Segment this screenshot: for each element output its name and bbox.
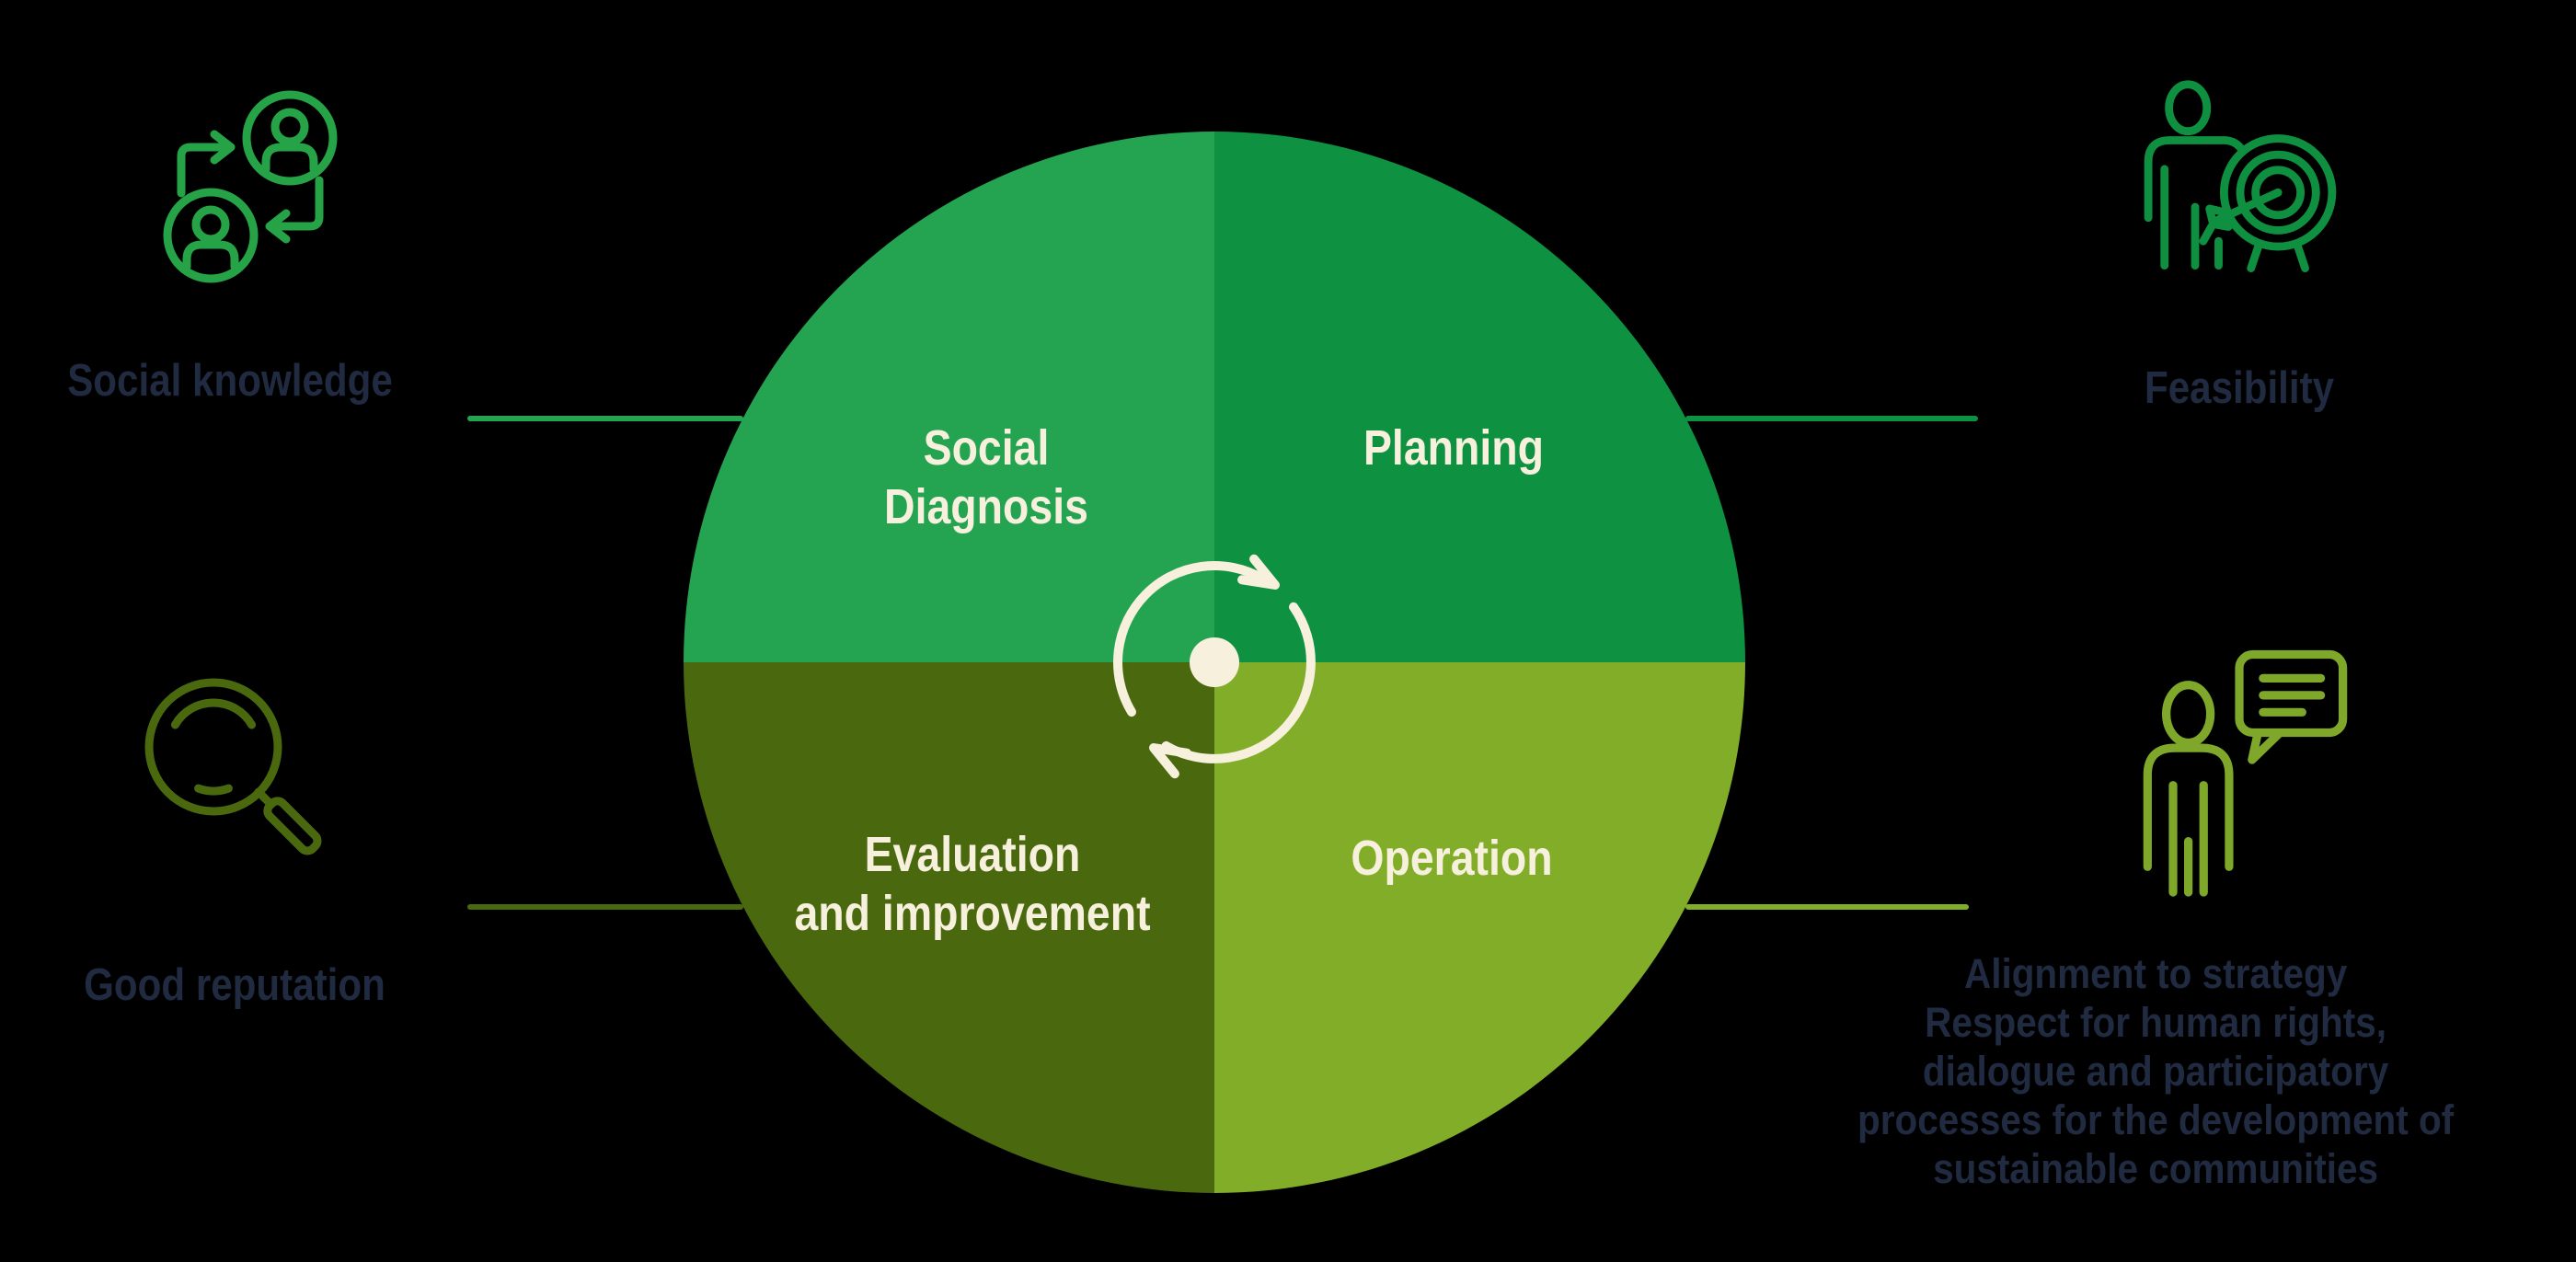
connector-line-top-left (467, 416, 743, 421)
label-good-reputation-text: Good reputation (84, 960, 385, 1010)
label-social-knowledge: Social knowledge (40, 357, 419, 405)
connector-line-bottom-right (1685, 904, 1969, 910)
label-social-knowledge-text: Social knowledge (67, 356, 393, 406)
label-alignment-strategy: Alignment to strategy Respect for human … (1760, 949, 2551, 1193)
quadrant-social-diagnosis (684, 132, 1214, 662)
connector-line-top-right (1685, 416, 1978, 421)
label-feasibility: Feasibility (2129, 364, 2350, 412)
label-alignment-strategy-text: Alignment to strategy Respect for human … (1857, 950, 2455, 1192)
quadrant-label-evaluation-text: Evaluation and improvement (794, 827, 1151, 941)
quadrant-label-operation: Operation (1334, 829, 1569, 888)
quadrant-label-operation-text: Operation (1351, 831, 1553, 886)
cycle-arrows-icon (1113, 554, 1316, 779)
quadrant-operation (1214, 662, 1745, 1193)
quadrant-label-planning-text: Planning (1363, 420, 1545, 476)
label-good-reputation: Good reputation (59, 961, 409, 1009)
cycle-circle: Social Diagnosis Planning Operation Eval… (684, 132, 1745, 1193)
magnifier-icon (144, 678, 322, 855)
quadrant-planning (1214, 132, 1745, 662)
quadrant-label-evaluation: Evaluation and improvement (765, 825, 1179, 943)
quadrant-label-social-diagnosis: Social Diagnosis (868, 419, 1105, 536)
people-exchange-icon (163, 90, 338, 283)
connector-line-bottom-left (467, 904, 743, 910)
person-target-icon (2144, 80, 2337, 272)
quadrant-label-planning: Planning (1349, 419, 1558, 477)
label-feasibility-text: Feasibility (2144, 363, 2335, 413)
quadrant-label-social-diagnosis-text: Social Diagnosis (884, 420, 1088, 534)
person-speech-icon (2143, 649, 2348, 897)
quadrant-evaluation (684, 662, 1214, 1193)
